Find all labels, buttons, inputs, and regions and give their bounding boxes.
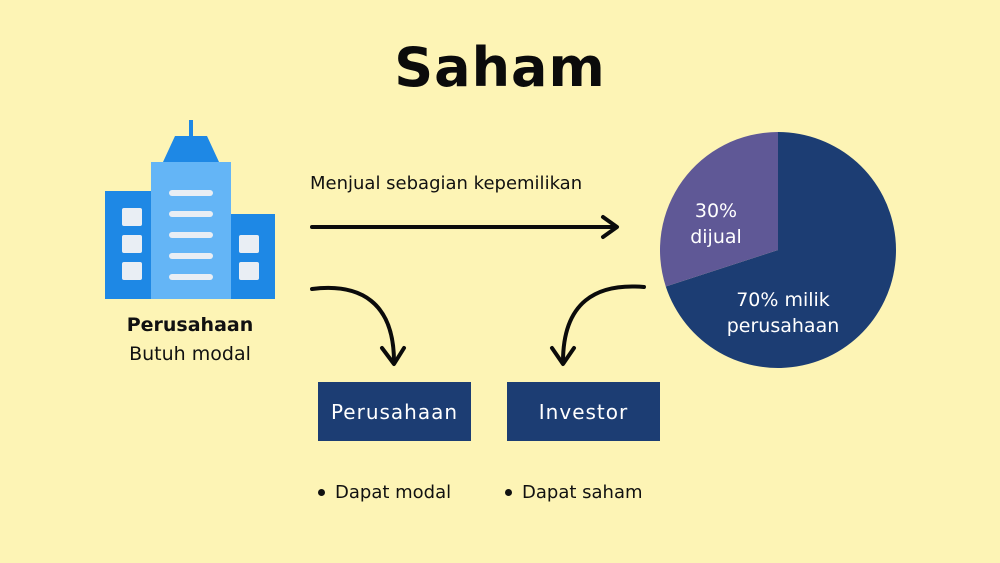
pie-label-owned: 70% milik perusahaan <box>708 287 858 339</box>
pie-label-sold-pct: 30% <box>694 200 738 222</box>
bullet-text: Dapat modal <box>335 482 452 503</box>
curved-arrow-right <box>550 284 646 366</box>
page-title: Saham <box>394 36 606 99</box>
pie-label-owned-text: perusahaan <box>726 315 840 337</box>
pie-label-sold-text: dijual <box>690 226 742 248</box>
arrow-label: Menjual sebagian kepemilikan <box>310 173 583 194</box>
ownership-pie-chart <box>660 132 896 368</box>
office-building-icon <box>105 120 275 299</box>
bullet-dot-icon <box>505 489 512 496</box>
pie-label-sold: 30% dijual <box>676 198 756 250</box>
pie-slice-owned <box>665 132 896 368</box>
bullet-item: Dapat saham <box>505 482 643 503</box>
company-name: Perusahaan <box>126 314 254 336</box>
investor-box: Investor <box>507 382 660 441</box>
bullet-text: Dapat saham <box>522 482 643 503</box>
company-box: Perusahaan <box>318 382 471 441</box>
curved-arrow-left <box>310 286 406 366</box>
straight-arrow <box>310 215 619 239</box>
bullet-item: Dapat modal <box>318 482 451 503</box>
company-need: Butuh modal <box>129 343 251 365</box>
bullet-dot-icon <box>318 489 325 496</box>
pie-label-owned-pct: 70% milik <box>736 289 830 311</box>
pie-slice-sold <box>660 132 778 287</box>
